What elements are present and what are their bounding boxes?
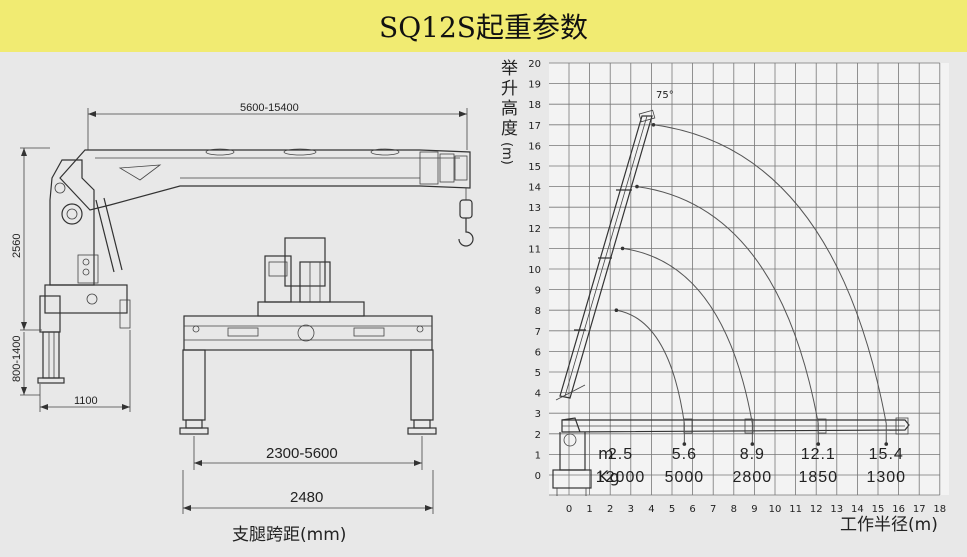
chart-grid: [549, 62, 941, 496]
load-arc: [622, 247, 753, 424]
boom-extended: [555, 109, 656, 401]
title-banner: SQ12S起重参数: [0, 0, 967, 52]
y-tick-label: 20: [528, 59, 541, 70]
x-tick-label: 16: [892, 504, 905, 515]
span-total-dim: 2480: [290, 489, 323, 506]
y-axis-title-char-4: 度: [501, 119, 518, 139]
arc-start-point: [635, 184, 639, 189]
y-tick-label: 1: [535, 450, 541, 461]
x-tick-label: 2: [607, 504, 613, 515]
load-value: 5000: [665, 469, 705, 486]
load-value: 12000: [596, 469, 646, 486]
row-unit-kg: Kg: [598, 467, 621, 486]
y-tick-label: 15: [528, 162, 541, 173]
y-tick-label: 11: [528, 244, 541, 255]
y-tick-label: 14: [528, 183, 541, 194]
chart-plot-area: [549, 63, 949, 495]
x-tick-label: 10: [769, 504, 782, 515]
y-tick-label: 3: [535, 409, 541, 420]
radius-value: 5.6: [672, 446, 697, 463]
row-unit-m: m: [598, 444, 615, 463]
height-dim: 2560: [11, 234, 23, 258]
x-tick-label: 15: [872, 504, 885, 515]
x-tick-label: 1: [586, 504, 592, 515]
y-tick-label: 10: [528, 265, 541, 276]
load-value: 2800: [733, 469, 773, 486]
boom-length-dim: 5600-15400: [240, 102, 299, 114]
load-arc: [636, 186, 819, 424]
radius-value: 2.5: [608, 446, 633, 463]
load-arc: [653, 124, 887, 424]
chart-load-table: 2.5 12000 5.6 5000 8.9 2800 12.1 1850 15.4 1300: [596, 446, 906, 486]
base-width-dim: 1100: [74, 395, 98, 407]
y-tick-label: 2: [535, 430, 541, 441]
x-tick-label: 3: [628, 504, 634, 515]
radius-value: 15.4: [869, 446, 904, 463]
x-tick-label: 6: [689, 504, 695, 515]
x-axis-title: 工作半径(m): [840, 515, 938, 535]
boom-angle-label: 75°: [656, 90, 674, 101]
y-tick-label: 9: [535, 286, 541, 297]
arc-end-point: [682, 442, 687, 446]
y-tick-label: 8: [535, 306, 541, 317]
y-axis-title-char-3: 高: [501, 99, 518, 119]
arc-start-point: [614, 308, 619, 313]
x-tick-label: 9: [751, 504, 757, 515]
y-tick-label: 6: [535, 347, 541, 358]
y-axis-title-unit: (m): [499, 142, 514, 165]
chart-load-arcs: [614, 123, 889, 446]
x-tick-label: 14: [851, 504, 864, 515]
outrigger-span-caption: 支腿跨距(mm): [232, 525, 346, 545]
front-view-drawing: 2300-5600 2480 支腿跨距(mm): [179, 237, 437, 545]
y-tick-label: 19: [528, 80, 541, 91]
x-tick-label: 12: [810, 504, 823, 515]
side-view-drawing: 5600-15400: [11, 102, 474, 412]
x-tick-label: 18: [933, 504, 946, 515]
arc-end-point: [750, 442, 755, 446]
page-title: SQ12S起重参数: [379, 11, 588, 44]
y-tick-label: 16: [528, 141, 541, 152]
arc-start-point: [651, 123, 656, 127]
x-tick-label: 17: [913, 504, 926, 515]
leg-height-dim: 800-1400: [11, 336, 23, 383]
radius-value: 12.1: [801, 446, 836, 463]
y-tick-label: 13: [528, 203, 541, 214]
y-tick-label: 12: [528, 224, 541, 235]
arc-start-point: [620, 246, 625, 251]
x-tick-label: 13: [830, 504, 843, 515]
y-tick-label: 17: [528, 121, 541, 132]
x-tick-label: 8: [731, 504, 737, 515]
arc-end-point: [884, 442, 889, 446]
y-tick-label: 5: [535, 368, 541, 379]
span-retracted-dim: 2300-5600: [266, 445, 338, 462]
radius-value: 8.9: [740, 446, 765, 463]
x-tick-label: 5: [669, 504, 675, 515]
x-tick-label: 4: [648, 504, 654, 515]
y-tick-label: 18: [528, 100, 541, 111]
load-value: 1850: [798, 469, 838, 486]
x-tick-label: 0: [566, 504, 572, 515]
y-axis-title-char-1: 举: [501, 59, 518, 79]
y-tick-label: 0: [535, 471, 541, 482]
load-arc: [616, 309, 685, 424]
x-tick-label: 7: [710, 504, 716, 515]
arc-end-point: [816, 442, 821, 446]
load-value: 1300: [866, 469, 906, 486]
y-tick-label: 7: [535, 327, 541, 338]
y-tick-label: 4: [535, 389, 541, 400]
y-axis-title-char-2: 升: [501, 79, 518, 99]
x-tick-label: 11: [789, 504, 802, 515]
